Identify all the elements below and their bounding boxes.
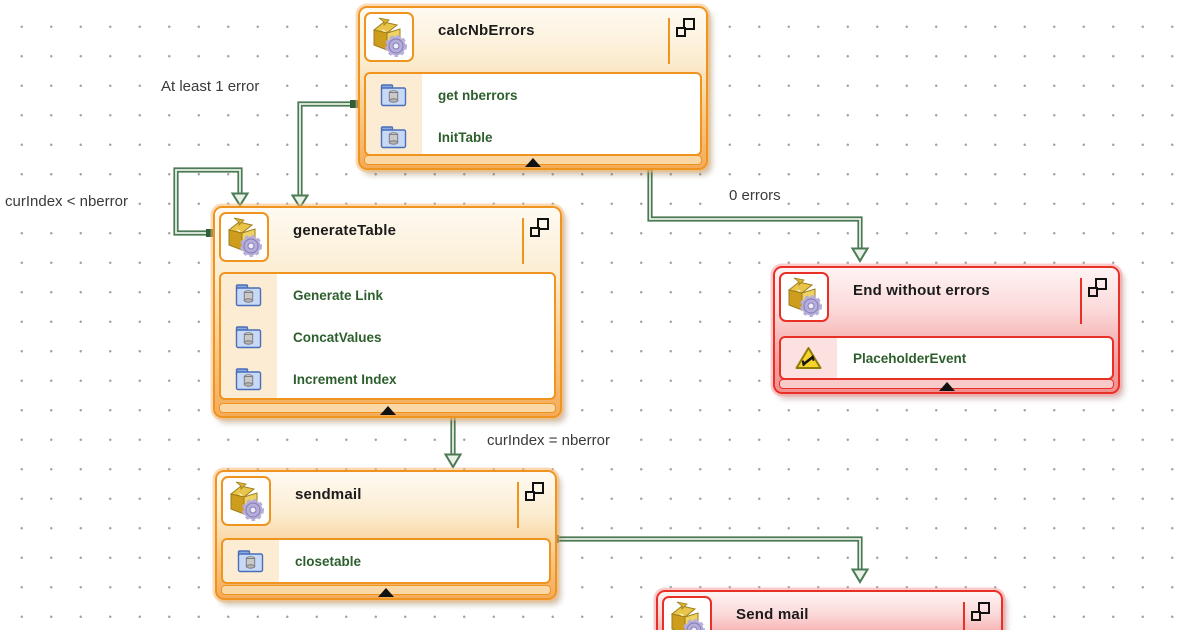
restore-icon[interactable] [676,18,695,37]
restore-icon[interactable] [1088,278,1107,297]
node-item-label: Increment Index [293,371,397,387]
node-items-panel: get nberrors InitTable [364,72,702,156]
edge-loop-cur-index-lt[interactable] [173,167,250,237]
node-item-label: get nberrors [438,87,518,103]
edge-cur-index-eq[interactable] [443,416,463,469]
edge-sendmail-to-send-mail[interactable] [551,535,870,584]
node-item-label: PlaceholderEvent [853,350,967,366]
restore-icon[interactable] [530,218,549,237]
node-items-panel: Generate Link ConcatValues [219,272,556,400]
node-item[interactable]: InitTable [366,116,700,154]
node-item-label: InitTable [438,129,493,145]
node-item-label: ConcatValues [293,329,382,345]
node-item-label: closetable [295,553,362,569]
folder-database-icon [237,549,264,574]
header-divider [668,18,670,64]
header-divider [1080,278,1082,324]
node-items-panel: PlaceholderEvent [779,336,1114,380]
package-gear-icon [219,212,269,262]
package-gear-icon [221,476,271,526]
header-divider [963,602,965,630]
folder-database-icon [235,325,262,350]
node-title: calcNbErrors [438,22,535,39]
folder-database-icon [380,125,407,150]
restore-icon[interactable] [971,602,990,621]
node-calcnberrors[interactable]: calcNbErrors get nberrors [358,6,708,170]
node-title: generateTable [293,222,397,239]
node-item[interactable]: closetable [223,540,549,582]
folder-database-icon [380,83,407,108]
node-title: sendmail [295,486,362,503]
edge-at-least-1-error[interactable] [290,100,359,210]
warning-wrench-icon [795,346,822,371]
node-title: End without errors [853,282,990,299]
header-divider [522,218,524,264]
node-item[interactable]: Increment Index [221,358,554,398]
collapse-triangle-icon[interactable] [938,382,955,391]
collapse-triangle-icon[interactable] [525,158,541,167]
node-item[interactable]: Generate Link [221,274,554,316]
node-end-without-errors[interactable]: End without errors P [773,266,1120,394]
collapse-triangle-icon[interactable] [378,588,394,597]
node-items-panel: closetable [221,538,551,584]
node-item[interactable]: get nberrors [366,74,700,116]
edge-label-zero-errors[interactable]: 0 errors [726,186,784,205]
edge-label-at-least-1-error[interactable]: At least 1 error [158,77,263,96]
package-gear-icon [779,272,829,322]
node-title: Send mail [736,606,809,623]
package-gear-icon [662,596,712,630]
folder-database-icon [235,283,262,308]
header-divider [517,482,519,528]
node-send-mail[interactable]: Send mail [656,590,1003,630]
collapse-triangle-icon[interactable] [379,406,396,415]
node-sendmail[interactable]: sendmail closetable [215,470,557,600]
node-item-label: Generate Link [293,287,384,303]
folder-database-icon [235,367,262,392]
edge-zero-errors[interactable] [647,170,870,263]
package-gear-icon [364,12,414,62]
node-item[interactable]: ConcatValues [221,316,554,358]
node-item[interactable]: PlaceholderEvent [781,338,1112,378]
edge-label-loop[interactable]: curIndex < nberror [2,192,131,211]
node-generatetable[interactable]: generateTable Generate Link [213,206,562,418]
edge-label-cur-index-eq[interactable]: curIndex = nberror [484,431,613,450]
restore-icon[interactable] [525,482,544,501]
